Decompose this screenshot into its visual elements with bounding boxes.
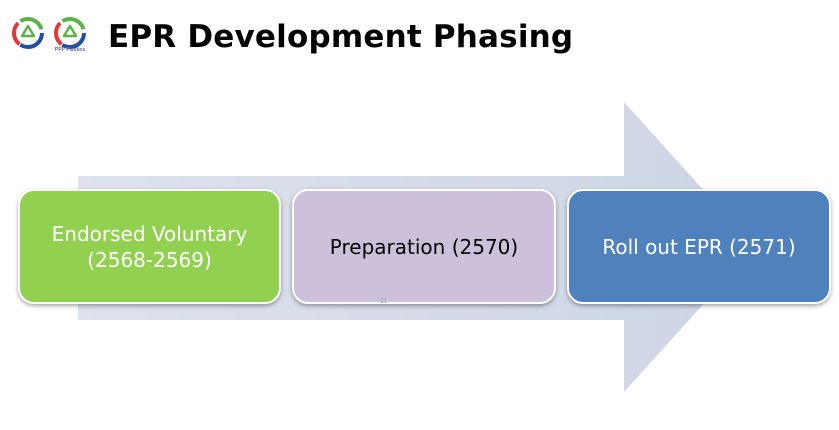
phase-label: Endorsed Voluntary (2568-2569) bbox=[42, 221, 258, 273]
slide-number: 11 bbox=[380, 298, 388, 305]
phase-label-line: Endorsed Voluntary bbox=[51, 221, 248, 246]
phase-preparation: Preparation (2570) bbox=[292, 189, 556, 304]
page-title: EPR Development Phasing bbox=[108, 19, 574, 55]
phase-label-line: (2568-2569) bbox=[87, 247, 212, 272]
slide-header: PPP Plastics EPR Development Phasing bbox=[0, 0, 839, 80]
phase-label: Preparation (2570) bbox=[320, 234, 528, 260]
ppp-logo-icon bbox=[12, 17, 44, 49]
ppp-plastics-logo-icon bbox=[54, 17, 86, 49]
phase-label: Roll out EPR (2571) bbox=[592, 234, 805, 260]
phase-label-line: Preparation (2570) bbox=[329, 234, 519, 259]
logo-caption: PPP Plastics bbox=[54, 47, 86, 53]
phase-label-line: Roll out EPR (2571) bbox=[602, 234, 796, 259]
phase-roll-out-epr: Roll out EPR (2571) bbox=[567, 189, 831, 304]
phase-endorsed-voluntary: Endorsed Voluntary (2568-2569) bbox=[18, 189, 281, 304]
